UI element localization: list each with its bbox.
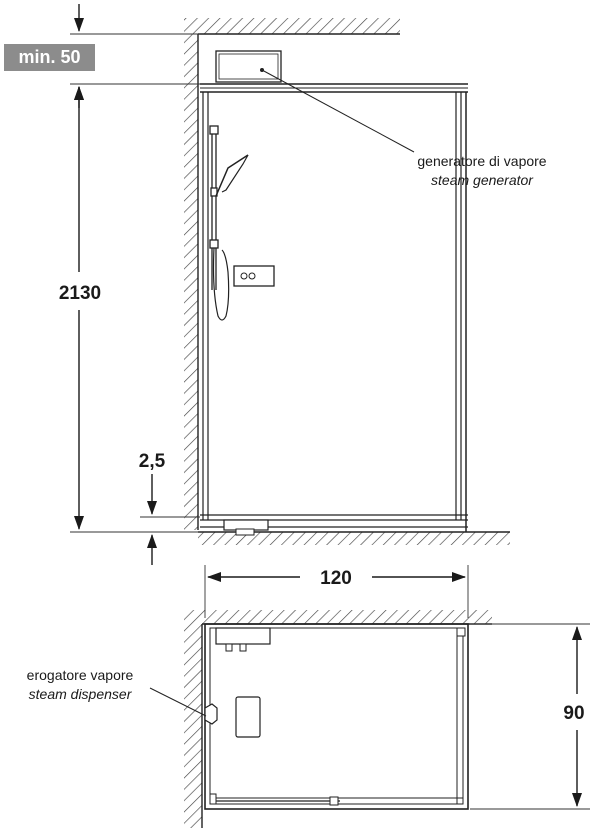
- width-dimension: 120: [320, 568, 352, 589]
- steam-dispenser: [204, 703, 218, 725]
- plan-left-wall: [184, 610, 202, 828]
- floor-step-dimension: 2,5: [139, 451, 166, 472]
- shower-column: [209, 125, 249, 321]
- generator-label-en: steam generator: [431, 172, 534, 188]
- plan-generator: [215, 627, 271, 645]
- steam-generator-box: [215, 50, 282, 83]
- cabin-frame: [200, 83, 468, 532]
- generator-label-it: generatore di vapore: [417, 153, 546, 169]
- floor: [198, 532, 510, 545]
- plan-back-wall: [202, 610, 492, 624]
- min-clearance-badge: min. 50: [4, 44, 95, 71]
- ceiling: [198, 18, 400, 34]
- mixer-valve: [233, 265, 275, 287]
- dispenser-leader: [149, 687, 207, 717]
- dispenser-label-en: steam dispenser: [29, 686, 133, 702]
- depth-dimension: 90: [563, 703, 584, 724]
- plan-view: erogatore vapore steam dispenser 120 90: [27, 565, 590, 828]
- height-dimension: 2130: [59, 283, 101, 304]
- generator-leader: [261, 69, 415, 153]
- elevation-view: generatore di vapore steam generator 213…: [59, 4, 547, 565]
- plan-seat: [235, 696, 261, 738]
- left-wall: [184, 18, 198, 530]
- dispenser-label-it: erogatore vapore: [27, 667, 134, 683]
